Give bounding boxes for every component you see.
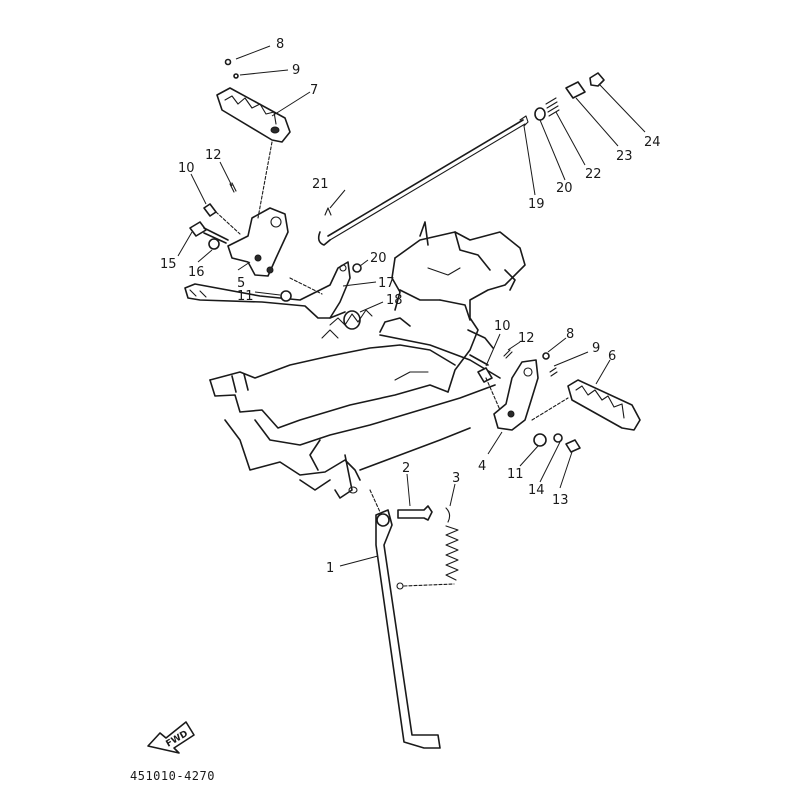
part-8-dot — [224, 58, 232, 66]
callout-10-right: 10 — [494, 319, 511, 334]
callout-8-upper: 8 — [276, 37, 284, 52]
callout-labels: 8 9 7 10 12 21 15 16 5 11 20 17 18 19 20… — [160, 37, 661, 576]
callout-4: 4 — [478, 459, 486, 474]
callout-20-right: 20 — [556, 181, 573, 196]
drawing-code: 451010-4270 — [130, 769, 215, 783]
callout-18: 18 — [386, 293, 403, 308]
left-footrest-assembly — [184, 87, 373, 339]
callout-1: 1 — [326, 561, 334, 576]
leader-lines — [177, 45, 646, 567]
rod-small-parts — [324, 207, 362, 273]
callout-8-right: 8 — [566, 327, 574, 342]
callout-23: 23 — [616, 149, 633, 164]
callout-11-right: 11 — [507, 467, 524, 482]
callout-22: 22 — [585, 167, 602, 182]
callout-15: 15 — [160, 257, 177, 272]
callout-17: 17 — [378, 276, 395, 291]
forward-arrow: FWD — [147, 721, 195, 754]
rod-assembly — [317, 115, 529, 246]
part-9-dot — [233, 73, 239, 79]
callout-12-right: 12 — [518, 331, 535, 346]
right-footrest-assembly — [477, 349, 641, 453]
callout-16: 16 — [188, 265, 205, 280]
callout-19: 19 — [528, 197, 545, 212]
callout-9-upper: 9 — [292, 63, 300, 78]
callout-3: 3 — [452, 471, 460, 486]
callout-12-left: 12 — [205, 148, 222, 163]
callout-2: 2 — [402, 461, 410, 476]
callout-20-left: 20 — [370, 251, 387, 266]
frame-outline — [209, 221, 526, 499]
rod-end-parts — [534, 72, 605, 121]
sidestand-assembly — [369, 489, 459, 749]
callout-6: 6 — [608, 349, 616, 364]
callout-11-left: 11 — [237, 289, 254, 304]
callout-5: 5 — [237, 276, 245, 291]
callout-14: 14 — [528, 483, 545, 498]
callout-9-right: 9 — [592, 341, 600, 356]
callout-21: 21 — [312, 177, 329, 192]
callout-10-left: 10 — [178, 161, 195, 176]
callout-13: 13 — [552, 493, 569, 508]
callout-24: 24 — [644, 135, 661, 150]
callout-7: 7 — [310, 83, 318, 98]
